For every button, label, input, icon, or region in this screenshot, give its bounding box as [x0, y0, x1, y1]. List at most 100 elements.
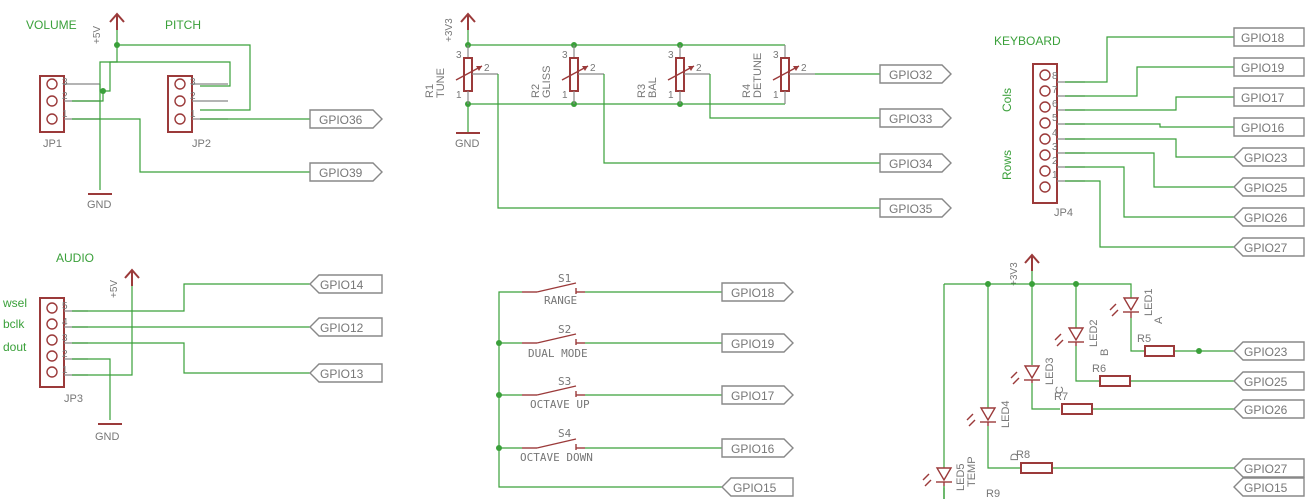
led3-label: LED3: [1044, 357, 1056, 385]
switch-wires: [496, 291, 722, 488]
switch-s4: S4 OCTAVE DOWN: [520, 427, 593, 464]
gpio18-sw-label: GPIO18: [721, 282, 794, 302]
led1-label: LED1: [1143, 288, 1155, 316]
svg-text:GPIO27: GPIO27: [1244, 241, 1288, 255]
led2-label: LED2: [1088, 319, 1100, 347]
svg-text:GPIO26: GPIO26: [1244, 211, 1288, 225]
wsel-label: wsel: [2, 296, 27, 310]
pot-r3: 3 1 2 R3 BAL: [636, 45, 710, 104]
svg-text:GPIO25: GPIO25: [1244, 375, 1288, 389]
pot-wiper-wires: [497, 73, 880, 209]
audio-block: AUDIO wsel bclk dout +5V 5 4 3 2 1 JP3: [2, 251, 383, 443]
pot-r1-pin2: 2: [484, 63, 490, 74]
gnd-audio: GND: [95, 423, 122, 443]
resistor-r5: R5: [1137, 333, 1175, 357]
led5: LED5 TEMP: [922, 456, 978, 491]
gpio26-led-label: GPIO26: [1233, 399, 1305, 419]
svg-text:GPIO15: GPIO15: [733, 481, 777, 495]
resistor-r8: R8: [1016, 449, 1053, 474]
pot-r1-pin1: 1: [456, 90, 462, 101]
gpio15-sw-label: GPIO15: [721, 477, 794, 497]
pot-r4-pin3: 3: [773, 50, 779, 61]
gpio36-label: GPIO36: [309, 109, 383, 129]
jp3-connector: 5 4 3 2 1 JP3: [39, 297, 88, 405]
gpio39-label: GPIO39: [309, 162, 383, 182]
keyboard-block: KEYBOARD Cols Rows 8 7 6 5 4 3: [994, 27, 1305, 257]
jp1-connector: 3 2 1 JP1: [39, 75, 100, 150]
gpio32-label: GPIO32: [879, 64, 952, 84]
svg-text:GPIO32: GPIO32: [889, 68, 933, 82]
volume-pitch-block: VOLUME PITCH +5V 3 2 1 JP1: [26, 12, 383, 211]
gpio16-kb-label: GPIO16: [1233, 117, 1305, 137]
jp3-pin3: 3: [62, 333, 68, 344]
pot-r2-name: GLISS: [541, 66, 553, 98]
pots-block: +3V3 3 1 2 R1 TUNE: [424, 12, 952, 218]
svg-text:GPIO19: GPIO19: [1241, 61, 1285, 75]
pot-r4-label: R4: [741, 84, 753, 98]
led4-label: LED4: [1000, 400, 1012, 428]
audio-header: AUDIO: [56, 251, 94, 265]
switch-s4-name: OCTAVE DOWN: [520, 451, 593, 464]
svg-text:GPIO25: GPIO25: [1244, 181, 1288, 195]
switch-s1: S1 RANGE: [522, 272, 585, 307]
pot-r2-label: R2: [530, 84, 542, 98]
jp4-pin2: 2: [1052, 156, 1058, 167]
svg-text:GPIO12: GPIO12: [320, 321, 364, 335]
led3: LED3 C: [1010, 357, 1066, 394]
led5-label: LED5: [955, 463, 967, 491]
jp1-pin3: 3: [62, 77, 68, 88]
resistor-r6: R6: [1092, 363, 1131, 387]
switch-s3-name: OCTAVE UP: [530, 398, 590, 411]
jp4-connector: 8 7 6 5 4 3 2 1 JP4: [1032, 63, 1085, 219]
jp3-pin4: 4: [62, 317, 68, 328]
supply-5v-audio-label: +5V: [109, 280, 120, 298]
gpio23-kb-label: GPIO23: [1233, 147, 1305, 167]
gpio26-kb-label: GPIO26: [1233, 207, 1305, 227]
gnd-pots: GND: [455, 132, 480, 150]
rows-label: Rows: [1000, 150, 1014, 180]
svg-text:GPIO27: GPIO27: [1244, 462, 1288, 476]
gpio14-label: GPIO14: [309, 274, 383, 294]
pot-r2-pin3: 3: [562, 50, 568, 61]
svg-text:GPIO23: GPIO23: [1244, 345, 1288, 359]
led2-name: B: [1099, 349, 1111, 356]
pot-r3-pin2: 2: [696, 63, 702, 74]
led1-name: A: [1153, 316, 1165, 324]
switch-s4-label: S4: [558, 427, 572, 440]
resistor-r7: R7: [1054, 391, 1093, 415]
svg-text:GPIO17: GPIO17: [1241, 91, 1285, 105]
svg-text:GPIO33: GPIO33: [889, 112, 933, 126]
gpio18-kb-label: GPIO18: [1233, 27, 1305, 47]
svg-text:GPIO16: GPIO16: [1241, 121, 1285, 135]
led4: LED4 D: [966, 400, 1021, 461]
gpio25-led-label: GPIO25: [1233, 371, 1305, 391]
jp1-pin1: 1: [62, 109, 68, 120]
dout-label: dout: [3, 340, 27, 354]
led1: LED1 A: [1109, 288, 1165, 324]
svg-text:GPIO36: GPIO36: [319, 113, 363, 127]
jp4-pin3: 3: [1052, 142, 1058, 153]
supply-3v3-leds-label: +3V3: [1009, 262, 1020, 286]
resistor-r5-label: R5: [1137, 333, 1151, 345]
pot-r4-name: DETUNE: [752, 53, 764, 98]
gpio13-label: GPIO13: [309, 363, 383, 383]
led4-name: D: [1009, 453, 1021, 461]
gpio19-sw-label: GPIO19: [721, 333, 794, 353]
pot-r3-pin3: 3: [668, 50, 674, 61]
resistor-r8-label: R8: [1016, 449, 1030, 461]
pot-r4-pin1: 1: [773, 90, 779, 101]
svg-text:GPIO26: GPIO26: [1244, 403, 1288, 417]
led2: LED2 B: [1054, 319, 1111, 356]
resistor-r7-label: R7: [1054, 391, 1068, 403]
gpio34-label: GPIO34: [879, 153, 952, 173]
gnd-pots-label: GND: [455, 138, 480, 150]
jp4-pin1: 1: [1052, 170, 1058, 181]
svg-text:GPIO18: GPIO18: [1241, 31, 1285, 45]
gpio15-led-label: GPIO15: [1233, 477, 1305, 497]
keyboard-wires: [1065, 36, 1234, 248]
jp2-pin1: 1: [190, 109, 196, 120]
pot-r2-pin2: 2: [590, 63, 596, 74]
resistor-r9-label: R9: [986, 488, 1000, 499]
supply-5v-audio: +5V: [109, 268, 140, 298]
gpio19-kb-label: GPIO19: [1233, 57, 1305, 77]
